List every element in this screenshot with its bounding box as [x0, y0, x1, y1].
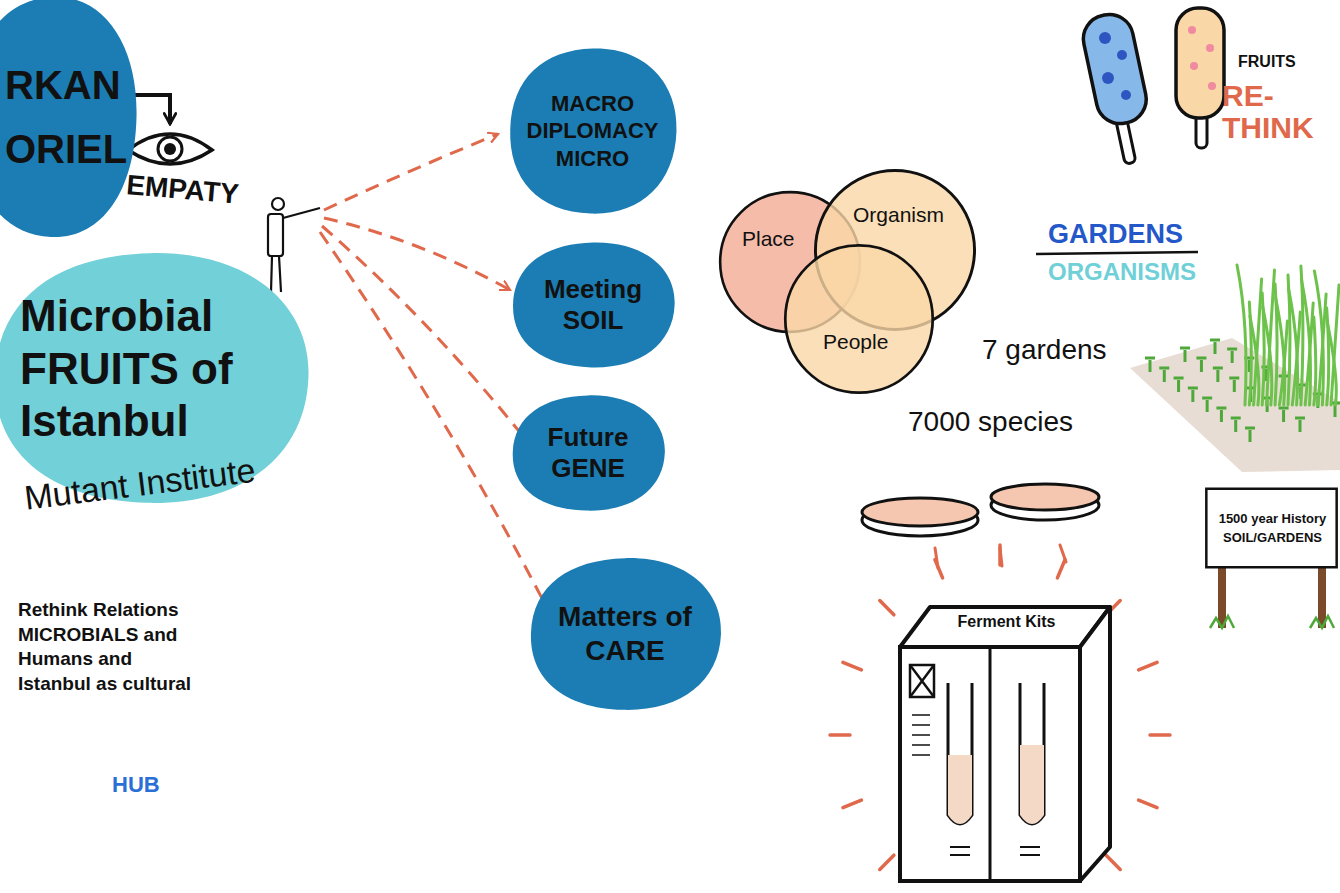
topic-blob: Matters of CARE: [525, 555, 725, 713]
history-sign: 1500 year History SOIL/GARDENS: [1205, 488, 1338, 568]
fruits-label: FRUITS: [1238, 52, 1296, 71]
venn-circle: People: [783, 243, 935, 395]
node-text: Place: [742, 226, 795, 251]
node-text: 1500 year History SOIL/GARDENS: [1218, 509, 1328, 548]
topic-blob: Meeting SOIL: [508, 240, 678, 370]
topic-blob: Future GENE: [508, 393, 668, 513]
divider-line: [1036, 252, 1198, 254]
node-text: People: [823, 329, 888, 354]
ferment-kit-box: Ferment Kits: [890, 585, 1115, 885]
node-text: Microbial FRUITS of Istanbul: [20, 290, 285, 448]
eye-icon: [128, 134, 212, 164]
dashed-arrows: [320, 134, 548, 610]
rethink-label: RE-THINK: [1222, 80, 1334, 143]
node-text: RKAN ORIEL: [5, 53, 130, 181]
node-text: Matters of CARE: [545, 600, 705, 667]
person-figure: [268, 198, 320, 292]
node-text: Meeting SOIL: [522, 274, 664, 336]
speaker-blob: RKAN ORIEL: [0, 0, 140, 242]
note-highlight: HUB: [112, 772, 160, 798]
organisms-label: ORGANISMS: [1048, 258, 1196, 287]
empathy-label: EMPATY: [125, 168, 240, 211]
glow-ticks: [935, 545, 1066, 568]
sign-posts: [1210, 560, 1334, 628]
count-label: 7 gardens: [982, 333, 1107, 367]
node-text: Future GENE: [522, 422, 654, 484]
node-text: MACRO DIPLOMACY MICRO: [519, 90, 666, 173]
count-label: 7000 species: [908, 405, 1073, 439]
popsicle-icons: [1079, 8, 1224, 164]
note-text: Rethink Relations MICROBIALS and Humans …: [18, 598, 208, 697]
node-text: Ferment Kits: [958, 613, 1056, 631]
topic-blob: MACRO DIPLOMACY MICRO: [505, 45, 680, 217]
garden-bed: [1130, 265, 1340, 472]
gardens-label: GARDENS: [1048, 218, 1183, 250]
node-text: Organism: [853, 202, 944, 227]
petri-dishes: [862, 484, 1099, 536]
